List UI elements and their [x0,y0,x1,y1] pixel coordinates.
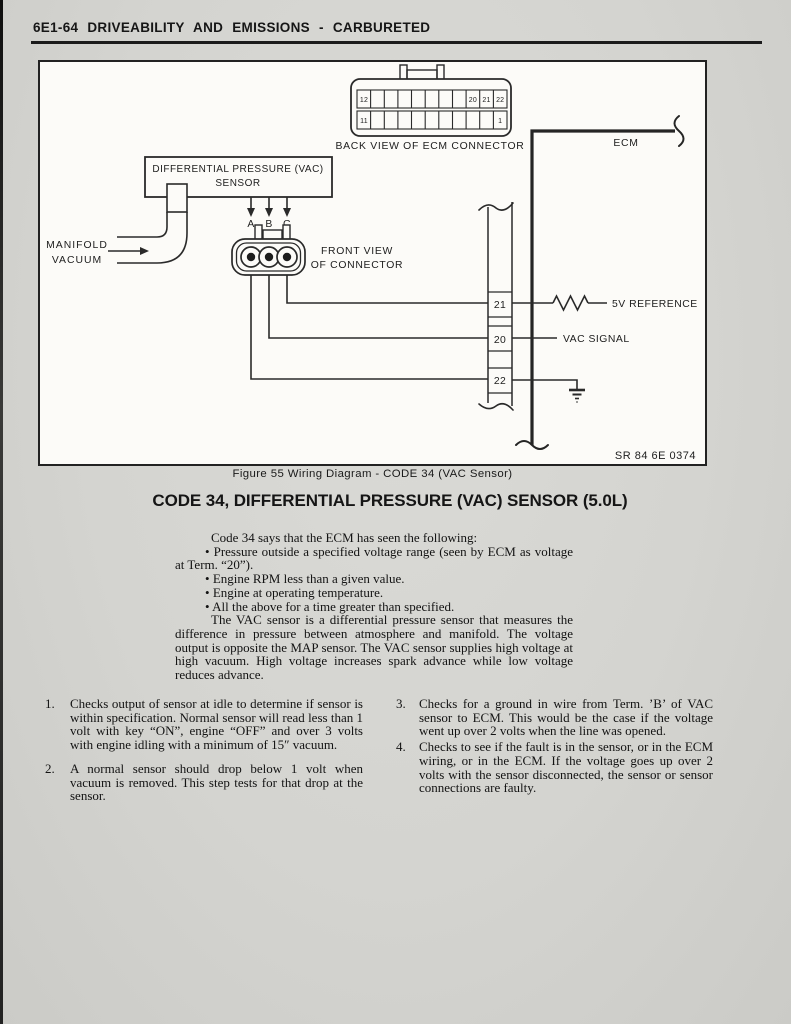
back-view-caption: BACK VIEW OF ECM CONNECTOR [336,141,525,152]
figure-caption: Figure 55 Wiring Diagram - CODE 34 (VAC … [232,468,513,480]
ecm-terminal-20: 20 [494,335,506,346]
ground-icon [569,388,585,403]
terminal-a-label: A [247,219,254,230]
step-number: 4. [396,739,406,755]
down-arrow-icon [247,208,255,217]
pin-row-top [356,89,508,109]
connector-shell-inner [235,242,302,272]
terminal-pin [282,252,292,262]
steps-column-right: 3. Checks for a ground in wire from Term… [396,697,713,797]
ecm-label: ECM [613,138,638,149]
bullet-item: • Engine RPM less than a given value. [175,572,573,586]
strip-walls [487,202,513,406]
pin-22-label: 22 [496,97,504,104]
body-paragraph: The VAC sensor is a differential pressur… [175,612,573,683]
intro-column: Code 34 says that the ECM has seen the f… [175,531,573,682]
drawing-ref-number: SR 84 6E 0374 [615,450,696,462]
ecm-boundary-line [530,129,675,445]
step-item-2: 2. A normal sensor should drop below 1 v… [45,760,363,804]
manifold-label-line1: MANIFOLD [46,240,108,251]
bullet-item: • Engine at operating temperature. [175,584,573,600]
break-squiggle-icon [673,115,685,147]
bullet-text: Pressure outside a specified voltage ran… [175,543,573,573]
label-vac-signal: VAC SIGNAL [563,334,630,345]
bullet-icon: • [205,571,210,587]
resistor-icon [552,294,589,312]
flow-arrow-icon [140,247,149,255]
pin-dividers [370,90,494,129]
ecm-internal-circuits [512,294,607,389]
wiring-diagram-figure: 12 20 21 22 11 1 BACK VIEW OF ECM CONNEC… [38,60,707,467]
pin-20-label: 20 [469,97,477,104]
bullet-text: Engine at operating temperature. [212,584,384,600]
bullet-item: • All the above for a time greater than … [175,598,573,614]
bullet-text: All the above for a time greater than sp… [212,598,455,614]
break-squiggle-icon [515,440,549,450]
bullet-item: • Pressure outside a specified voltage r… [175,543,573,573]
bullet-icon: • [205,584,210,600]
ecm-connector-back-view: 12 20 21 22 11 1 [350,64,512,137]
step-number: 1. [45,696,55,711]
terminal-pin [246,252,256,262]
ecm-connector-strip [478,202,514,411]
vacuum-hose [117,212,188,264]
step-text: A normal sensor should drop below 1 volt… [70,760,363,804]
down-arrow-icon [283,208,291,217]
page-header: 6E1-64 DRIVEABILITY AND EMISSIONS - CARB… [33,20,431,35]
front-view-label-line2: OF CONNECTOR [311,260,404,271]
terminal-pin [264,252,274,262]
front-view-label-line1: FRONT VIEW [321,246,393,257]
step-text: Checks to see if the fault is in the sen… [419,739,713,796]
pin-11-label: 11 [360,118,368,125]
scan-edge-artifact [0,0,3,1024]
sensor-connector-front-view [231,224,306,276]
down-arrow-icon [265,208,273,217]
vac-sensor-box: DIFFERENTIAL PRESSURE (VAC) SENSOR [144,156,333,213]
sensor-label-line2: SENSOR [215,178,260,189]
intro-paragraph: Code 34 says that the ECM has seen the f… [211,530,478,545]
step-text: Checks output of sensor at idle to deter… [70,696,363,753]
sensor-label-line1: DIFFERENTIAL PRESSURE (VAC) [152,164,323,175]
step-item-1: 1. Checks output of sensor at idle to de… [45,697,363,752]
step-number: 2. [45,760,55,776]
pin-12-label: 12 [360,97,368,104]
wiring-diagram-svg: 12 20 21 22 11 1 BACK VIEW OF ECM CONNEC… [38,60,707,466]
ecm-terminal-22: 22 [494,376,506,387]
step-text: Checks for a ground in wire from Term. ’… [419,696,713,739]
pin-row-bottom [356,110,508,130]
header-rule [31,41,762,44]
break-squiggle-icon [478,402,514,411]
wire-b-to-20 [268,260,488,339]
ecm-terminal-21: 21 [494,300,506,311]
bullet-icon: • [205,598,210,614]
step-number: 3. [396,696,406,711]
break-squiggle-icon [478,202,514,211]
vacuum-port [166,183,188,213]
manifold-vacuum-callout: MANIFOLD VACUUM [46,240,149,266]
section-title: CODE 34, DIFFERENTIAL PRESSURE (VAC) SEN… [152,491,628,510]
wire-22-ground [512,379,578,389]
manifold-label-line2: VACUUM [52,255,102,266]
pin-1-label: 1 [498,118,502,125]
pin-21-label: 21 [482,97,490,104]
step-item-4: 4. Checks to see if the fault is in the … [396,740,713,795]
bullet-icon: • [205,543,210,559]
bullet-text: Engine RPM less than a given value. [212,571,405,587]
terminal-b-label: B [265,219,272,230]
strip-cell-dividers [488,291,512,394]
steps-column-left: 1. Checks output of sensor at idle to de… [45,697,363,813]
wire-a-to-22 [250,260,488,380]
ecm-block: ECM [515,115,685,450]
step-item-3: 3. Checks for a ground in wire from Term… [396,697,713,738]
label-5v-reference: 5V REFERENCE [612,299,698,310]
